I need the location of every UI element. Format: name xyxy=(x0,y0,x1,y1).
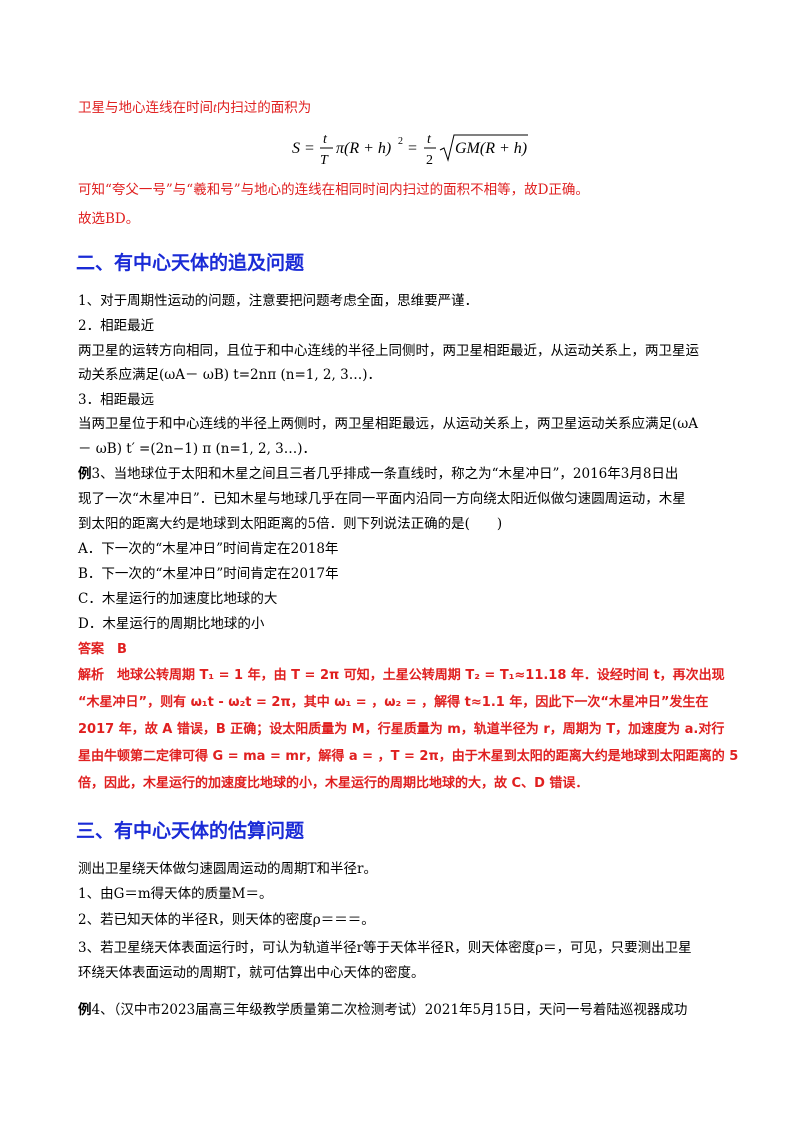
example3-label: 例 xyxy=(78,466,92,482)
intro-variable: t xyxy=(213,100,217,115)
area-formula-svg: S = t T π(R + h) 2 = t 2 GM(R + h) xyxy=(292,132,528,168)
section2-p4: 动关系应满足(ωA－ ωB) t=2nπ (n=1, 2, 3…)． xyxy=(78,367,381,383)
example3-text-1: 3、当地球位于太阳和木星之间且三者几乎排成一条直线时，称之为“木星冲日”，201… xyxy=(91,466,679,482)
area-formula: S = t T π(R + h) 2 = t 2 GM(R + h) xyxy=(290,128,530,176)
example4-text-1: 4、（汉中市2023届高三年级教学质量第二次检测考试）2021年5月15日，天问… xyxy=(91,1002,688,1018)
formula-eq: = xyxy=(305,140,314,157)
formula-eq2: = xyxy=(408,140,417,157)
example4-label: 例 xyxy=(78,1002,92,1018)
formula-radicand: GM(R + h) xyxy=(455,140,527,157)
example4-line1: 例4、（汉中市2023届高三年级教学质量第二次检测考试）2021年5月15日，天… xyxy=(78,1000,687,1020)
section2-p6: 当两卫星位于和中心连线的半径上两侧时，两卫星相距最远，从运动关系上，两卫星运动关… xyxy=(78,416,699,432)
intro-line: 卫星与地心连线在时间t内扫过的面积为 xyxy=(78,98,311,118)
section3-p4: 3、若卫星绕天体表面运行时，可认为轨道半径r等于天体半径R，则天体密度ρ＝，可见… xyxy=(78,940,692,956)
section2-p2: 2．相距最近 xyxy=(78,318,155,334)
example3-line3: 到太阳的距离大约是地球到太阳距离的5倍．则下列说法正确的是( ) xyxy=(78,516,503,532)
answer-line: 答案 B xyxy=(78,642,127,657)
option-d: D．木星运行的周期比地球的小 xyxy=(78,616,265,632)
intro-conclusion: 可知“夸父一号”与“羲和号”与地心的连线在相同时间内扫过的面积不相等，故D正确。 xyxy=(78,182,589,198)
intro-choice: 故选BD。 xyxy=(78,211,140,227)
section3-p1: 测出卫星绕天体做匀速圆周运动的周期T和半径r。 xyxy=(78,861,377,877)
section2-p3: 两卫星的运转方向相同，且位于和中心连线的半径上同侧时，两卫星相距最近，从运动关系… xyxy=(78,343,699,359)
section3-p2: 1、由G＝m得天体的质量M＝。 xyxy=(78,886,273,902)
formula-mid: π(R + h) xyxy=(336,140,391,157)
intro-text-a: 卫星与地心连线在时间 xyxy=(78,100,213,116)
analysis-line-2: “木星冲日”，则有 ω₁t - ω₂t = 2π，其中 ω₁ = ，ω₂ = ，… xyxy=(78,695,709,710)
formula-frac2-den: 2 xyxy=(426,153,433,168)
section3-p3: 2、若已知天体的半径R，则天体的密度ρ＝＝＝。 xyxy=(78,912,375,928)
intro-text-b: 内扫过的面积为 xyxy=(216,100,312,116)
formula-exp: 2 xyxy=(398,136,403,147)
option-b: B．下一次的“木星冲日”时间肯定在2017年 xyxy=(78,566,339,582)
section2-p1: 1、对于周期性运动的问题，注意要把问题考虑全面，思维要严谨． xyxy=(78,293,479,309)
section2-p5: 3．相距最远 xyxy=(78,392,155,408)
formula-frac2-num: t xyxy=(427,132,432,147)
formula-frac1-den: T xyxy=(320,153,329,168)
section3-p5: 环绕天体表面运动的周期T，就可估算出中心天体的密度。 xyxy=(78,965,425,981)
formula-frac1-num: t xyxy=(323,132,328,147)
analysis-line-1: 解析 地球公转周期 T₁ = 1 年，由 T = 2π 可知，土星公转周期 T₂… xyxy=(78,668,725,683)
section2-p7: － ωB) t′ =(2n−1) π (n=1, 2, 3…)． xyxy=(78,441,317,457)
formula-lhs: S xyxy=(292,140,300,157)
section2-title: 二、有中心天体的追及问题 xyxy=(76,252,305,274)
option-a: A．下一次的“木星冲日”时间肯定在2018年 xyxy=(78,541,339,557)
analysis-line-5: 倍，因此，木星运行的加速度比地球的小，木星运行的周期比地球的大，故 C、D 错误… xyxy=(78,776,589,791)
example3-line1: 例3、当地球位于太阳和木星之间且三者几乎排成一条直线时，称之为“木星冲日”，20… xyxy=(78,464,678,484)
option-c: C．木星运行的加速度比地球的大 xyxy=(78,591,278,607)
analysis-line-4: 星由牛顿第二定律可得 G = ma = mr，解得 a = ，T = 2π，由于… xyxy=(78,749,739,764)
section3-title: 三、有中心天体的估算问题 xyxy=(76,820,305,842)
formula-radical xyxy=(439,134,528,162)
analysis-line-3: 2017 年，故 A 错误，B 正确；设太阳质量为 M，行星质量为 m，轨道半径… xyxy=(78,722,725,737)
example3-line2: 现了一次“木星冲日”．已知木星与地球几乎在同一平面内沿同一方向绕太阳近似做匀速圆… xyxy=(78,491,686,507)
